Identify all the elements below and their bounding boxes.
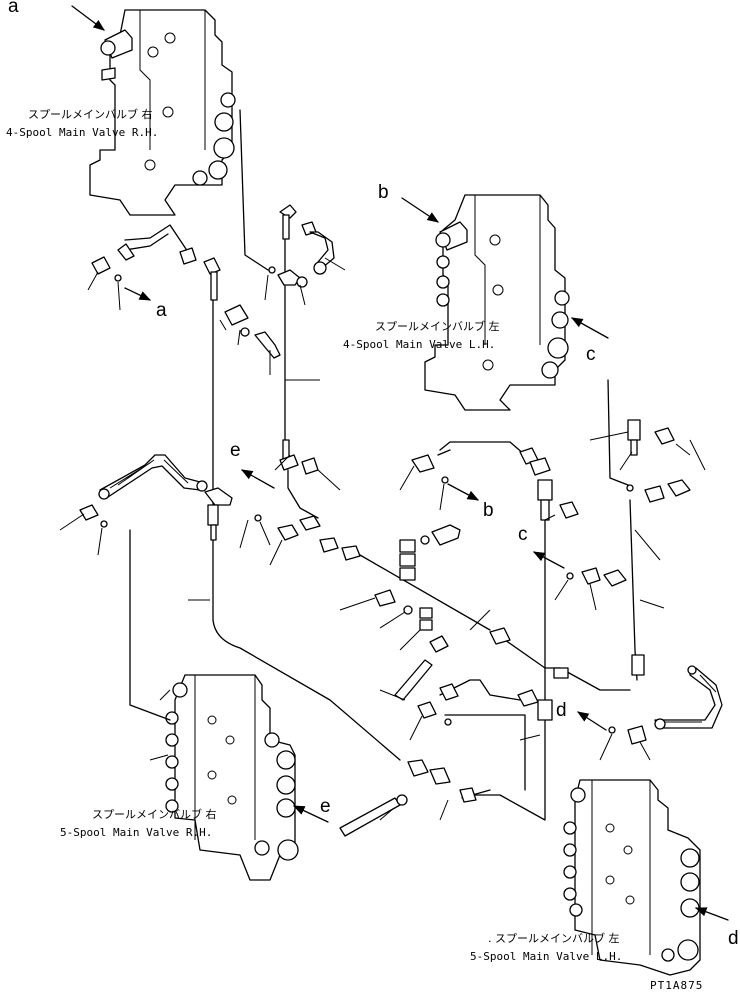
callout-d-bottom: d (728, 928, 739, 949)
callout-a-top: a (8, 0, 19, 17)
callout-b-top: b (378, 182, 389, 203)
valve-4-spool-rh (89, 9, 236, 216)
callout-a-mid: a (156, 300, 167, 321)
leader-lines (59, 257, 706, 821)
callout-b-mid: b (483, 500, 494, 521)
valve-1-en-label: 4-Spool Main Valve R.H. (6, 126, 158, 139)
piping-lines (124, 109, 638, 821)
fittings (79, 204, 691, 803)
callout-e-mid: e (230, 440, 241, 461)
valve-5-spool-lh (563, 779, 701, 976)
callout-d-mid: d (556, 700, 567, 721)
valve-4-en-label: 5-Spool Main Valve L.H. (470, 950, 622, 963)
hoses (98, 454, 723, 837)
drawing-code: PT1A875 (650, 979, 703, 992)
valve-3-en-label: 5-Spool Main Valve R.H. (60, 826, 212, 839)
callout-c-right: c (586, 344, 596, 365)
valve-4-jp-label: . スプールメインバルブ 左 (488, 931, 620, 945)
callout-e-bottom: e (320, 796, 331, 817)
callout-c-mid: c (518, 524, 528, 545)
valve-4-spool-lh (424, 194, 570, 411)
valve-2-en-label: 4-Spool Main Valve L.H. (343, 338, 495, 351)
valve-2-jp-label: スプールメインバルブ 左 (375, 319, 500, 333)
valve-1-jp-label: スプールメインバルブ 右 (28, 107, 153, 121)
valve-5-spool-rh (165, 674, 299, 881)
valve-3-jp-label: スプールメインバルブ 右 (92, 807, 217, 821)
